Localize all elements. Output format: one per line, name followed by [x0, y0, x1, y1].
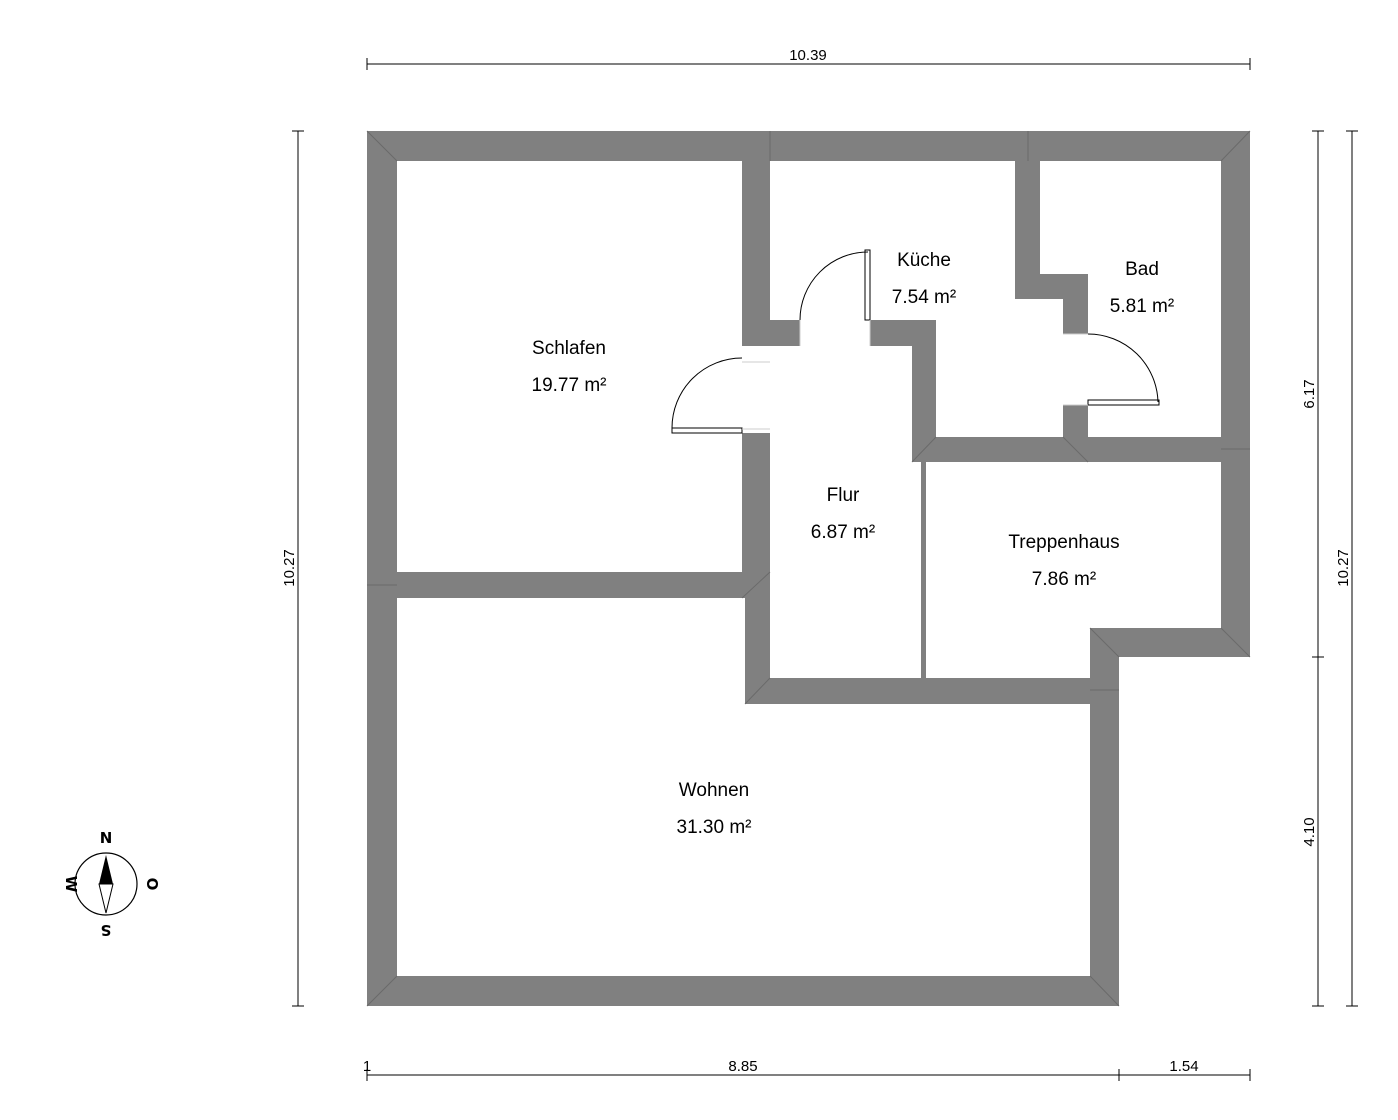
wall-outer-left	[367, 131, 397, 1006]
wall-bad-left-lower	[1063, 405, 1088, 462]
wall-schlafen-right-lower	[742, 433, 770, 598]
dimension-right-upper-label: 6.17	[1301, 379, 1318, 408]
room-area-bad: 5.81 m²	[1110, 296, 1174, 317]
room-name-schlafen: Schlafen	[532, 338, 606, 359]
dimension-bottom: 1 8.85 1.54	[363, 1058, 1251, 1081]
room-name-treppenhaus: Treppenhaus	[1008, 532, 1119, 553]
room-name-kueche: Küche	[897, 250, 951, 271]
wall-outer-top-mid	[770, 131, 1028, 161]
room-area-wohnen: 31.30 m²	[677, 817, 752, 838]
compass: N S W O	[62, 829, 161, 939]
wall-kueche-bottom-left	[742, 320, 800, 346]
room-name-flur: Flur	[827, 485, 860, 506]
compass-north-label: N	[100, 829, 113, 847]
compass-south-label: S	[101, 921, 112, 939]
compass-east-label: O	[143, 878, 161, 891]
door-schlafen	[671, 357, 770, 434]
room-name-wohnen: Wohnen	[679, 780, 749, 801]
dimension-bottom-main-label: 8.85	[728, 1058, 757, 1075]
room-area-flur: 6.87 m²	[811, 522, 875, 543]
room-area-schlafen: 19.77 m²	[532, 375, 607, 396]
dimension-right-inner: 6.17 4.10	[1301, 130, 1324, 1007]
wall-outer-top-left	[367, 131, 770, 161]
dimension-left: 10.27	[281, 130, 304, 1007]
wall-flur-bottom	[745, 678, 1090, 704]
door-bad	[1063, 333, 1160, 406]
wall-schlafen-bottom	[397, 572, 770, 598]
door-kueche	[799, 249, 871, 346]
dimension-right-lower-label: 4.10	[1301, 817, 1318, 846]
wall-outer-right-lower	[1090, 628, 1119, 1006]
wall-outer-right-upper	[1221, 131, 1250, 657]
dimension-top: 10.39	[366, 47, 1251, 70]
dimension-bottom-right-label: 1.54	[1169, 1058, 1198, 1075]
dimension-lines: 10.39 10.27 6.17 4.10 10.27	[281, 47, 1358, 1081]
room-area-treppenhaus: 7.86 m²	[1032, 569, 1096, 590]
wall-outer-top-right	[1028, 131, 1250, 161]
room-area-kueche: 7.54 m²	[892, 287, 956, 308]
walls	[366, 130, 1251, 1007]
compass-needle-north	[99, 855, 113, 884]
room-labels: Schlafen 19.77 m² Küche 7.54 m² Bad 5.81…	[532, 250, 1175, 838]
doors	[671, 249, 1160, 434]
dimension-bottom-left-tick-label: 1	[363, 1058, 371, 1075]
dimension-right-total-label: 10.27	[1335, 549, 1352, 587]
dimension-top-label: 10.39	[789, 47, 827, 64]
dimension-right-outer: 10.27	[1335, 130, 1358, 1007]
dimension-left-label: 10.27	[281, 549, 298, 587]
wall-bad-left-mid	[1063, 274, 1088, 334]
compass-needle-south	[98, 883, 114, 914]
room-name-bad: Bad	[1125, 259, 1159, 280]
wall-schlafen-right-upper	[742, 161, 770, 333]
wall-flur-right	[921, 462, 926, 678]
wall-outer-bottom	[367, 976, 1119, 1006]
compass-west-label: W	[62, 876, 80, 893]
